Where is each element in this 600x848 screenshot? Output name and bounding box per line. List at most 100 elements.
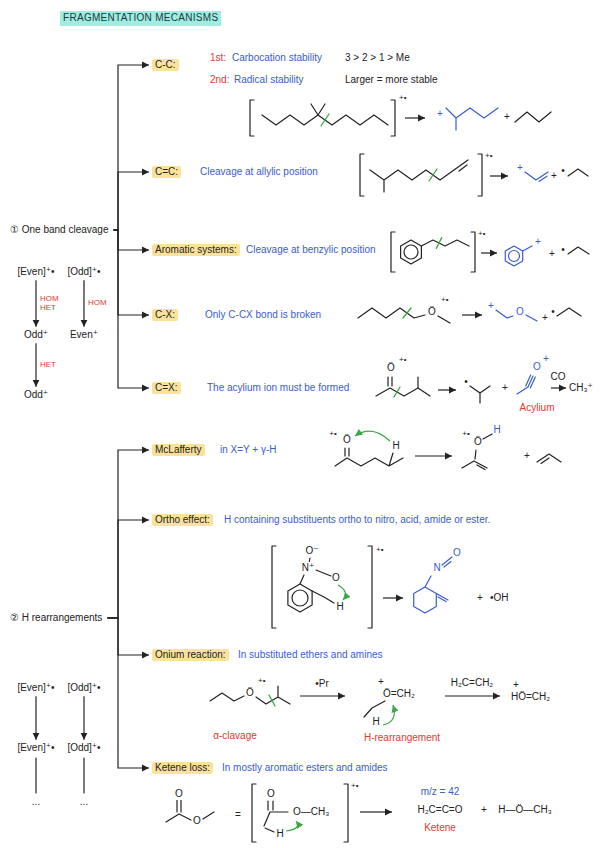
annotation-text: +•: [478, 229, 485, 238]
annotation-text: +•: [258, 676, 265, 685]
annotation-text: •: [561, 244, 565, 256]
electron-arrow: [286, 821, 298, 831]
annotation-text: +: [502, 382, 508, 394]
reaction-arrow: [490, 175, 508, 176]
annotation-text: +: [517, 162, 523, 174]
ion-type: Even⁺: [69, 329, 99, 342]
connector: [113, 65, 149, 230]
category-tag: Aromatic systems:: [152, 244, 240, 257]
annotation-text: 2nd:: [210, 74, 229, 86]
skeletal-bond: [272, 546, 372, 628]
ion-type: [Odd]⁺•: [66, 266, 101, 279]
annotation-text: O—CH₃: [293, 806, 329, 818]
node-text: Ketene loss:: [155, 762, 210, 775]
cleavage-mark: [403, 308, 411, 318]
annotation-text: H: [372, 716, 379, 728]
connector: [35, 280, 36, 327]
annotation-text: H containing substituents ortho to nitro…: [224, 514, 490, 526]
node-text: [Odd]⁺•: [67, 682, 100, 695]
skeletal-bond: [404, 245, 418, 259]
connector: [113, 230, 149, 315]
node-text: Onium reaction:: [155, 649, 226, 662]
annotation-text: Ö=CH₂: [383, 688, 415, 700]
skeletal-bond: [210, 686, 290, 704]
skeletal-bond: [292, 590, 308, 606]
skeletal-bond: [358, 308, 450, 323]
annotation-text: Ketene: [424, 822, 456, 834]
annotation-text: CO: [551, 371, 566, 383]
electron-arrow: [355, 431, 390, 441]
product-bond: [414, 587, 437, 613]
node-text: C=C:: [155, 166, 178, 179]
cleavage-mark: [269, 114, 442, 706]
annotation-text: +•: [485, 151, 492, 160]
node-text: [Even]⁺•: [17, 742, 54, 755]
node-text: C-X:: [155, 309, 175, 322]
annotation-text: +: [481, 804, 487, 816]
connector: [35, 696, 36, 740]
connector: [107, 450, 149, 618]
ion-type: [Odd]⁺•: [66, 682, 101, 695]
reaction-arrow: [462, 314, 482, 315]
annotation-text: Cleavage at benzylic position: [246, 244, 376, 256]
node-text: [Even]⁺•: [17, 266, 54, 279]
annotation-text: +•: [399, 355, 406, 364]
cleavage-mark: [321, 114, 329, 126]
product-bond: [446, 108, 498, 130]
annotation-text: The acylium ion must be formed: [207, 382, 349, 394]
annotation-text: H: [276, 828, 283, 840]
node-text: [Odd]⁺•: [67, 742, 100, 755]
skeletal-bond: [568, 247, 589, 254]
node-text: ① One band cleavage: [10, 224, 108, 237]
annotation-text: O: [267, 788, 275, 800]
annotation-text: ...: [32, 796, 40, 808]
annotation-text: Ö: [343, 434, 351, 446]
connector: [107, 618, 149, 768]
annotation-text: +: [549, 248, 555, 260]
connector: [107, 618, 149, 655]
product-bond: [436, 594, 448, 602]
node-text: McLafferty: [155, 444, 202, 457]
node-text: C=X:: [155, 382, 178, 395]
cleavage-mark: [394, 387, 400, 397]
connector: [83, 280, 84, 327]
node-text: Aromatic systems:: [155, 244, 237, 257]
annotation-text: +: [513, 679, 519, 691]
annotation-text: H—Ö—CH₃: [498, 804, 552, 816]
node-text: Ortho effect:: [155, 514, 210, 527]
connector: [83, 696, 84, 740]
category-tag: C-X:: [152, 309, 178, 322]
annotation-text: α-clavage: [213, 730, 257, 742]
cleavage-mark: [429, 169, 437, 181]
reaction-arrow: [551, 387, 566, 388]
annotation-text: +•: [399, 93, 406, 102]
annotation-text: N: [433, 562, 440, 574]
annotation-text: +: [524, 450, 530, 462]
node-text: Odd⁺: [24, 329, 48, 342]
annotation-text: •: [551, 306, 555, 318]
annotation-text: Only C-CX bond is broken: [205, 309, 321, 321]
connector: [113, 230, 149, 250]
annotation-text: Carbocation stability: [232, 52, 322, 64]
edge-label: HET: [40, 361, 56, 370]
skeletal-bond: [36, 100, 589, 842]
annotation-text: H: [336, 601, 343, 613]
section-heading: ① One band cleavage: [8, 224, 110, 237]
node-text: [Odd]⁺•: [67, 266, 100, 279]
product-bond: [414, 108, 548, 613]
skeletal-bond: [391, 232, 475, 272]
annotation-text: Acylium: [519, 402, 554, 414]
annotation-text: •Pr: [315, 678, 329, 690]
connector: [35, 343, 36, 387]
annotation-text: O: [516, 306, 524, 318]
category-tag: C=C:: [152, 166, 181, 179]
annotation-text: H: [392, 440, 399, 452]
connector: [107, 520, 149, 618]
annotation-text: +: [437, 108, 443, 120]
reaction-arrow: [300, 118, 566, 812]
ion-type: [Even]⁺•: [16, 682, 55, 695]
section-heading: ② H rearrangements: [8, 612, 104, 625]
skeletal-bond: [250, 100, 395, 136]
node-text: ② H rearrangements: [10, 612, 102, 625]
